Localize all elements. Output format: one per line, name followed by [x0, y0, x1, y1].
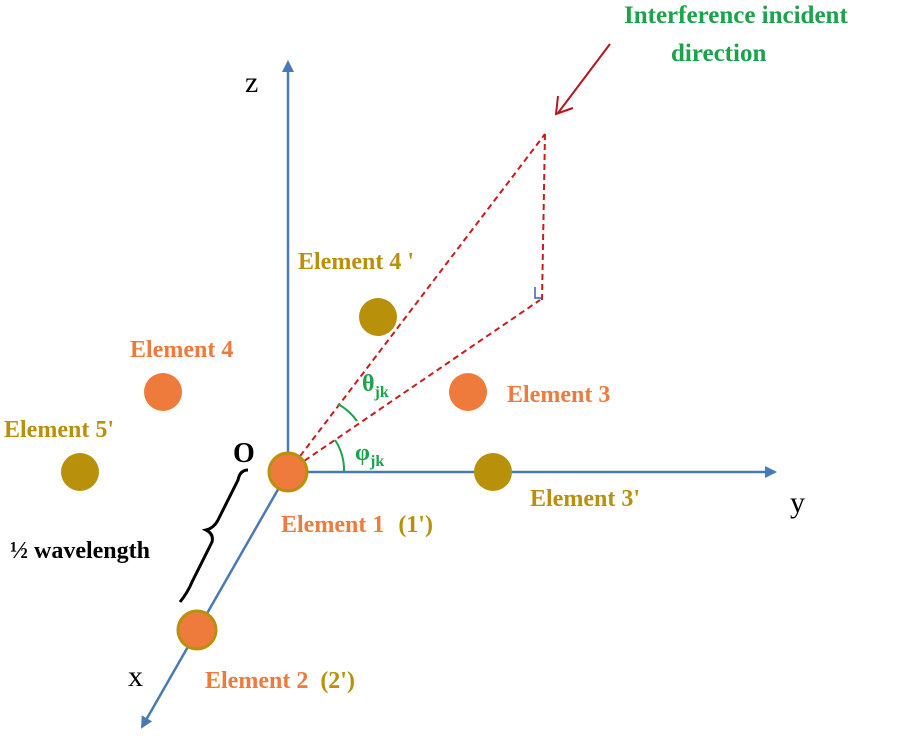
theta-arc: [337, 403, 358, 422]
projection-line: [287, 299, 541, 473]
z-axis-label: z: [245, 66, 258, 99]
half-wavelength-brace: [178, 468, 249, 603]
incident-ray: [287, 133, 546, 473]
interference-title-line1: Interference incident: [624, 2, 848, 29]
element-3p-label: Element 3': [530, 486, 640, 512]
element-1-label: Element 1(1'): [281, 512, 433, 538]
x-axis-label: x: [128, 660, 143, 693]
interference-title-line2: direction: [671, 40, 766, 67]
x-axis: [140, 471, 290, 729]
interference-arrow: [557, 43, 611, 114]
element-4-label: Element 4: [130, 337, 233, 363]
vertical-drop: [541, 133, 546, 301]
phi-label: φjk: [355, 440, 384, 470]
element-2-dot: [176, 609, 218, 651]
element-3-label: Element 3: [507, 382, 610, 408]
y-axis-label: y: [790, 486, 805, 519]
element-5p-label: Element 5': [4, 417, 114, 443]
phi-arc: [334, 439, 346, 473]
element-3p-dot: [474, 453, 512, 491]
element-2-label: Element 2(2'): [205, 668, 355, 694]
theta-label: θjk: [362, 371, 389, 401]
element-5p-dot: [61, 453, 99, 491]
element-1-dot: [267, 451, 309, 493]
right-angle-marker: [534, 287, 542, 299]
interference-arrowhead: [554, 95, 574, 116]
element-4p-label: Element 4 ': [298, 249, 414, 275]
origin-label: O: [233, 438, 255, 469]
element-3-dot: [449, 373, 487, 411]
element-4-dot: [144, 373, 182, 411]
half-wavelength-label: ½ wavelength: [10, 538, 150, 564]
element-4p-dot: [359, 298, 397, 336]
